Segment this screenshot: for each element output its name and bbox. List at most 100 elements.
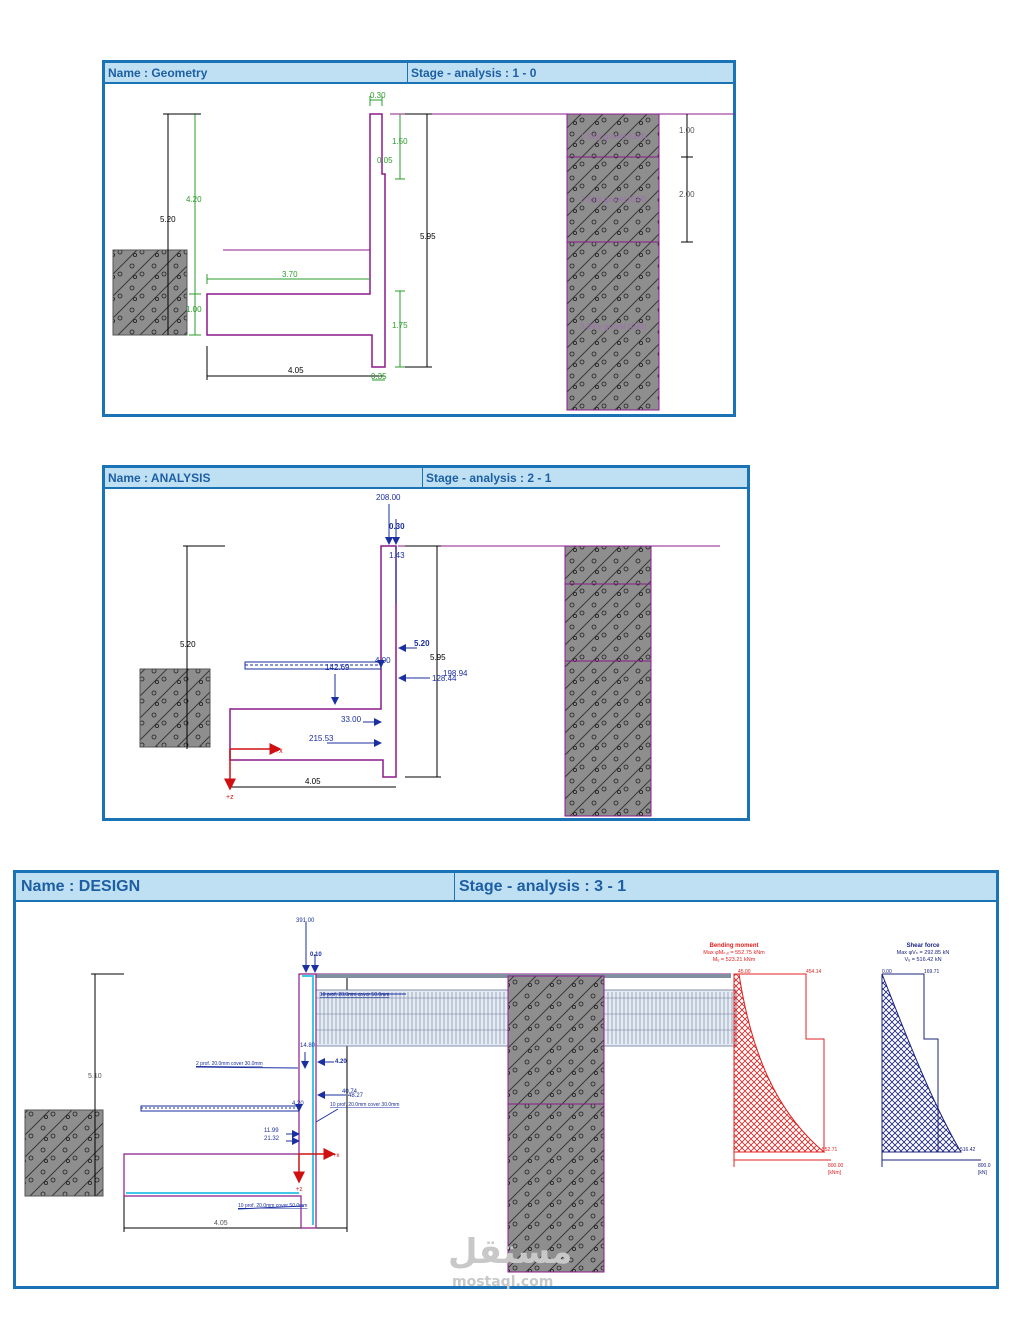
shear-top-left: 0.00 — [882, 969, 892, 975]
axis-z-label: +z — [226, 794, 234, 801]
layer-dimensions — [681, 114, 693, 243]
soil-block-left — [112, 249, 188, 336]
design-drawing: 5.10 4.05 — [24, 918, 991, 1273]
label-top-dim: 1.43 — [389, 551, 405, 560]
dim-height-right: 5.95 — [420, 232, 436, 241]
dim-toe: 0.35 — [371, 372, 387, 381]
label-top-load: 208.00 — [376, 493, 401, 502]
label-height-left: 5.10 — [88, 1073, 102, 1080]
label-ecc: 0.10 — [310, 952, 322, 958]
design-header: Name : DESIGN Stage - analysis : 3 - 1 — [16, 873, 996, 902]
watermark-latin: mostaql.com — [452, 1274, 554, 1290]
label-ecc: 0.30 — [389, 522, 405, 531]
moment-top-left: 45.00 — [738, 969, 751, 975]
rebar-1-label: 2 prof. 20.0mm cover 30.0mm — [196, 1061, 263, 1067]
label-val-5: 48.27 — [348, 1093, 364, 1099]
label-base: 4.05 — [214, 1220, 228, 1227]
analysis-stage: Stage - analysis : 2 - 1 — [422, 468, 551, 487]
bending-moment-diagram: Bending moment Max φMₙ,ₓ = 552.75 kNm Mᵤ… — [703, 943, 843, 1176]
label-top-load: 391.00 — [296, 918, 315, 924]
label-val-1: 14.80 — [300, 1043, 316, 1049]
label-val-3: 4.20 — [292, 1101, 304, 1107]
shear-line2: Vᵤ = 516.42 kN — [904, 957, 941, 963]
soil-layer-3 — [566, 241, 660, 411]
shear-top-right: 169.71 — [924, 969, 940, 975]
black-dimensions — [163, 113, 432, 380]
green-dimensions — [189, 96, 405, 381]
shear-axis-end: 800.0 — [978, 1163, 991, 1169]
design-stage: Stage - analysis : 3 - 1 — [454, 873, 626, 900]
geometry-header: Name : Geometry Stage - analysis : 1 - 0 — [105, 63, 733, 84]
dim-toe-height: 1.75 — [392, 321, 408, 330]
layer-label-1: 1 Silty gravel (GM) — [580, 132, 647, 141]
shear-title: Shear force — [906, 943, 940, 949]
axis-origin — [293, 1148, 336, 1184]
soil-layer-2 — [564, 583, 652, 662]
label-ecc2: 4.00 — [375, 656, 391, 665]
wall-outline — [123, 973, 317, 1229]
layer-thickness-2: 2.00 — [679, 190, 695, 199]
moment-bottom: 552.71 — [822, 1147, 838, 1153]
watermark-arabic: مستقل — [448, 1232, 573, 1272]
label-val-7: 21.32 — [264, 1136, 280, 1142]
label-force-d: 33.00 — [341, 715, 362, 724]
soil-block-left — [24, 1109, 104, 1197]
analysis-header: Name : ANALYSIS Stage - analysis : 2 - 1 — [105, 468, 747, 489]
dimension-lines — [183, 545, 441, 788]
rebar-2-label: 10 prof. 20.0mm cover 30.0mm — [330, 1102, 399, 1108]
moment-title: Bending moment — [710, 943, 759, 949]
geometry-stage: Stage - analysis : 1 - 0 — [407, 63, 536, 82]
shear-line1: Max φVₙ = 292.85 kN — [897, 950, 950, 956]
wall-outline — [229, 545, 397, 778]
label-val-6: 11.99 — [264, 1128, 279, 1134]
wall-outline — [206, 113, 386, 368]
dim-wall-top-width: 0.30 — [370, 91, 386, 100]
label-force-a: 142.69 — [325, 663, 350, 672]
analysis-panel: Name : ANALYSIS Stage - analysis : 2 - 1 — [102, 465, 750, 821]
layer-label-2: 2 Silty gravel (GM) — [580, 195, 647, 204]
layer-thickness-1: 1.00 — [679, 126, 695, 135]
geometry-drawing: 0.30 1.50 0.05 4.20 5.20 5.95 3.70 1.00 … — [112, 91, 735, 411]
axis-x-label: +x — [333, 1153, 340, 1159]
soil-layer-2 — [566, 156, 660, 243]
dim-height-total: 5.20 — [160, 215, 176, 224]
label-force-e: 215.53 — [309, 734, 334, 743]
shear-unit: [kN] — [978, 1170, 988, 1176]
label-base: 4.05 — [305, 777, 321, 786]
axis-z-label: +z — [296, 1187, 303, 1193]
soil-layer-1 — [566, 113, 660, 158]
label-force-b: 128.44 — [432, 674, 457, 683]
axis-origin — [224, 743, 282, 791]
analysis-name: Name : ANALYSIS — [108, 470, 211, 485]
label-height-left: 5.20 — [180, 640, 196, 649]
moment-axis-end: 800.00 — [828, 1163, 844, 1169]
rebar-top-label: 10 prof. 20.0mm cover 50.0mm — [320, 992, 389, 998]
soil-column — [507, 975, 605, 1273]
dim-heel: 3.70 — [282, 270, 298, 279]
rebar-3-label: 10 prof. 20.0mm cover 50.0mm — [238, 1203, 307, 1209]
layer-label-3: 3 Silty gravel (GM) — [580, 322, 647, 331]
design-name: Name : DESIGN — [21, 877, 141, 895]
label-val-4: 40.74 — [342, 1089, 358, 1095]
axis-x-label: +x — [275, 748, 283, 755]
soil-layer-3 — [564, 660, 652, 817]
dim-step: 0.05 — [377, 156, 393, 165]
moment-top-right: 454.14 — [806, 969, 822, 975]
load-arrows — [327, 504, 430, 747]
moment-line1: Max φMₙ,ₓ = 552.75 kNm — [703, 950, 765, 956]
shear-force-diagram: Shear force Max φVₙ = 292.85 kN Vᵤ = 516… — [881, 943, 991, 1176]
geometry-name: Name : Geometry — [108, 65, 208, 80]
label-val-2: 4.20 — [335, 1059, 347, 1065]
soil-block-left — [139, 668, 211, 748]
label-load-520: 5.20 — [414, 639, 430, 648]
dim-footing: 1.00 — [186, 305, 202, 314]
soil-layer-1 — [564, 545, 652, 585]
label-height-right: 5.95 — [430, 653, 446, 662]
moment-unit: [kNm] — [828, 1170, 842, 1176]
design-panel: Name : DESIGN Stage - analysis : 3 - 1 5… — [13, 870, 999, 1289]
dim-base: 4.05 — [288, 366, 304, 375]
geometry-panel: Name : Geometry Stage - analysis : 1 - 0… — [102, 60, 736, 417]
dim-upper-height: 1.50 — [392, 137, 408, 146]
moment-line2: Mᵤ = 523.21 kNm — [713, 957, 756, 963]
load-arrows — [195, 922, 406, 1210]
